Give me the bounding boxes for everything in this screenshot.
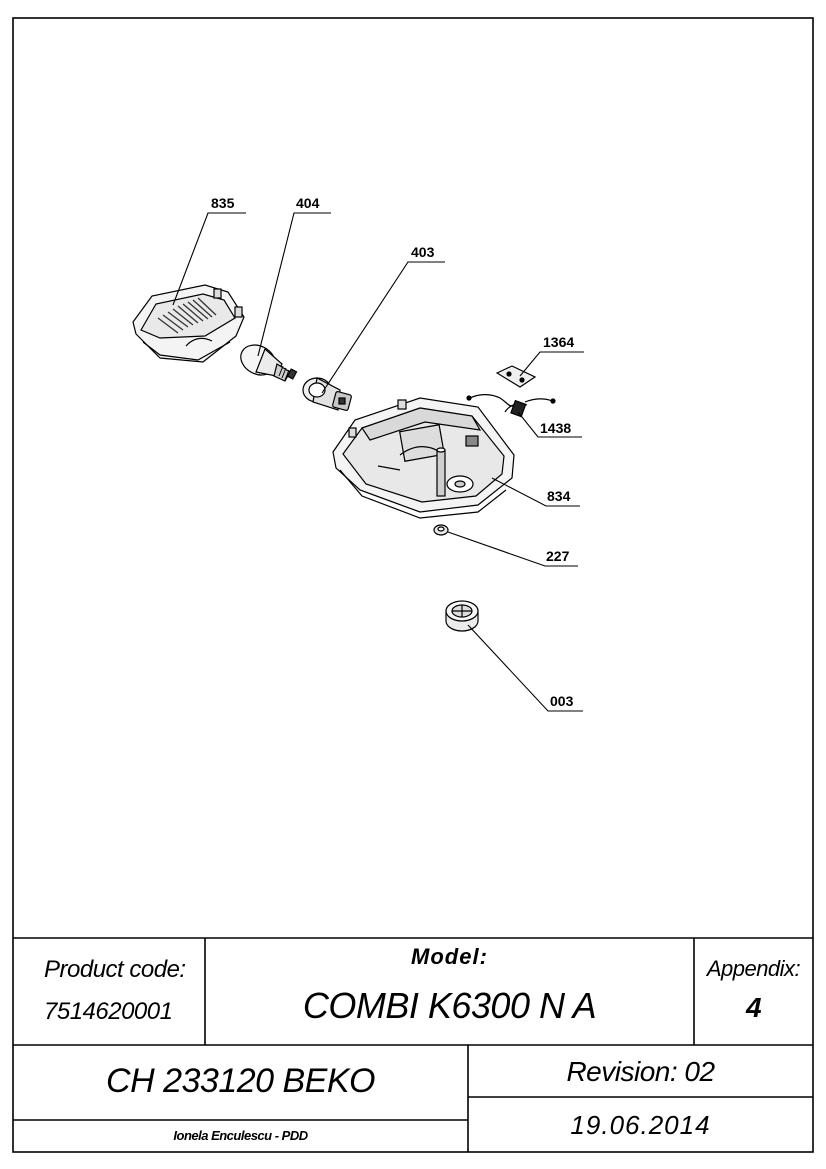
leader-1364 (519, 351, 584, 377)
appendix-value: 4 (745, 992, 762, 1023)
leader-404 (257, 212, 331, 357)
callout-label-835: 835 (211, 195, 235, 211)
leader-1438 (517, 411, 582, 438)
model-label: Model: (411, 944, 488, 969)
callout-label-227: 227 (546, 548, 570, 564)
callout-label-403: 403 (411, 244, 435, 260)
appendix-label: Appendix: (706, 956, 801, 981)
author: Ionela Enculescu - PDD (173, 1128, 308, 1143)
part-404-lamp-bulb (240, 344, 298, 382)
product-code-label: Product code: (44, 956, 186, 983)
part-1364-mounting-plate (495, 365, 537, 388)
callout-label-003: 003 (550, 693, 574, 709)
leader-403 (321, 261, 445, 394)
leader-227 (447, 531, 578, 567)
leader-835 (172, 212, 246, 306)
part-403-lamp-holder (302, 377, 352, 411)
callout-label-1438: 1438 (540, 420, 571, 436)
chassis-code: CH 233120 BEKO (106, 1062, 375, 1100)
part-1438-switch-harness (466, 394, 556, 418)
model-value: COMBI K6300 N A (302, 985, 597, 1026)
callout-label-404: 404 (296, 195, 320, 211)
callout-leaders (172, 212, 584, 712)
part-003-thermostat-knob (445, 600, 479, 632)
part-835-lamp-cover (132, 284, 245, 363)
title-block-grid (13, 937, 813, 1152)
sheet-border (12, 17, 814, 1153)
callout-label-1364: 1364 (543, 334, 574, 350)
part-834-lamp-housing (332, 397, 515, 519)
callout-label-834: 834 (547, 488, 571, 504)
product-code-value: 7514620001 (44, 998, 173, 1025)
leader-834 (491, 477, 580, 507)
part-227-nut (433, 524, 449, 536)
revision: Revision: 02 (566, 1056, 715, 1087)
revision-date: 19.06.2014 (570, 1110, 711, 1140)
leader-003 (467, 624, 583, 712)
